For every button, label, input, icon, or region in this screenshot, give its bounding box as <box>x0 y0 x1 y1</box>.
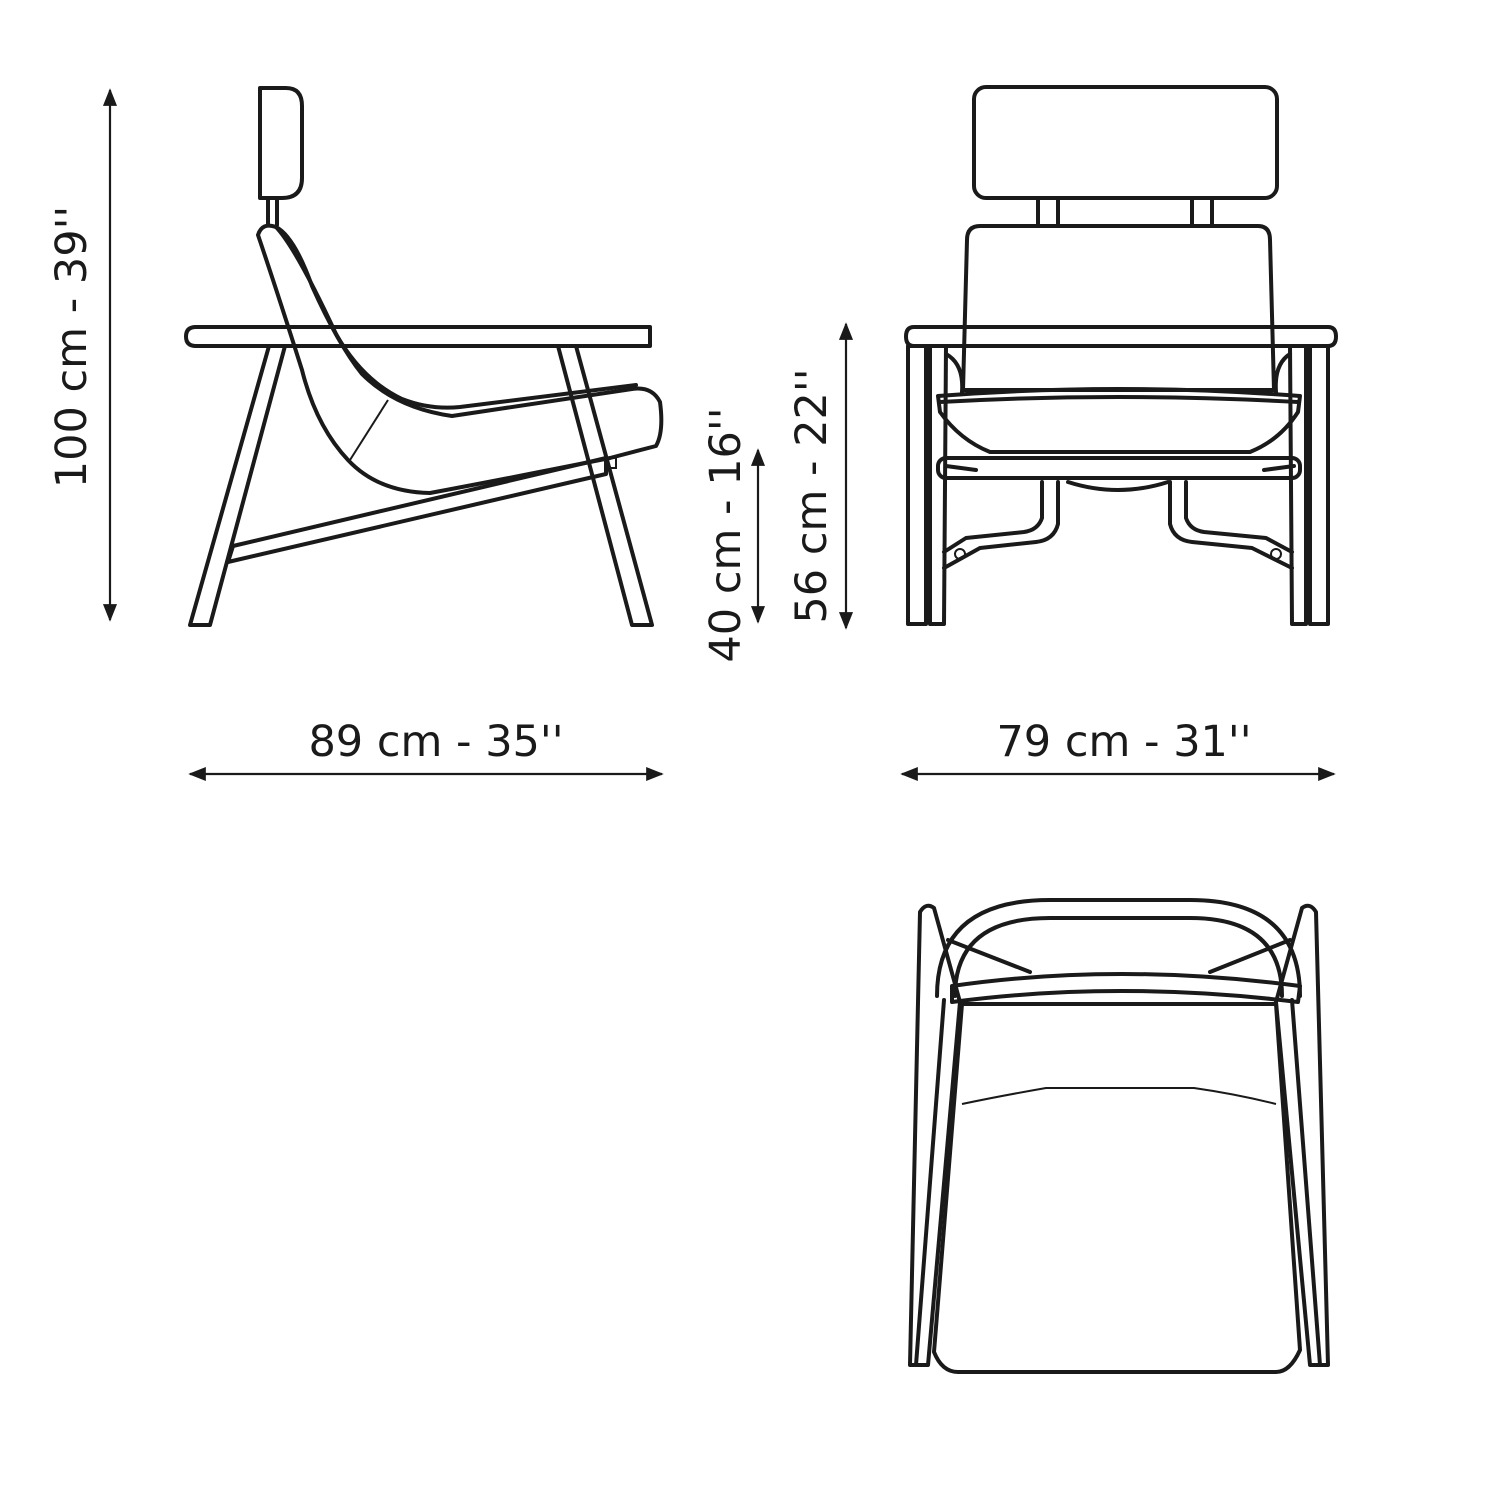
front-bracket-left-inner <box>942 480 1044 554</box>
top-frame-left <box>914 998 946 1367</box>
side-stretcher <box>226 456 608 564</box>
top-seat-back <box>950 972 1302 1004</box>
front-crossbar <box>936 456 1302 480</box>
front-view <box>904 85 1338 626</box>
side-headrest <box>258 86 304 200</box>
label-depth: 89 cm - 35'' <box>308 717 563 767</box>
side-rear-leg <box>188 344 287 627</box>
side-bracket <box>605 457 617 469</box>
side-seat-seam <box>349 399 389 461</box>
top-arm-right <box>1274 903 1330 1367</box>
side-view <box>184 86 664 627</box>
top-brace-right <box>1208 938 1292 974</box>
dimension-lines <box>102 88 1336 782</box>
side-backrest <box>256 223 664 495</box>
front-side-curve-left <box>944 352 965 394</box>
front-seat <box>936 387 1302 454</box>
top-backrest-arc-inner <box>953 916 1284 998</box>
top-arm-left <box>908 903 962 1367</box>
side-front-leg <box>556 344 654 627</box>
front-leg-left-inner <box>928 344 948 626</box>
front-bolt-right <box>1270 548 1282 560</box>
front-leg-right-outer <box>1308 344 1330 626</box>
front-backrest <box>961 224 1276 392</box>
top-backrest-arc <box>935 898 1302 998</box>
front-side-curve-right <box>1273 352 1292 394</box>
front-bolt-left <box>954 548 966 560</box>
dimension-labels: 100 cm - 39'' 89 cm - 35'' 40 cm - 16'' … <box>47 206 1252 767</box>
front-headrest <box>972 85 1279 200</box>
top-frame-right <box>1290 998 1322 1367</box>
front-headrest-post-right <box>1190 196 1214 228</box>
front-under-seat <box>1066 480 1170 492</box>
front-seat-edge <box>938 395 1300 404</box>
top-view <box>908 898 1330 1374</box>
front-bracket-right-inner <box>1184 480 1294 554</box>
front-clip-left <box>944 464 978 472</box>
top-seat <box>932 1002 1302 1374</box>
front-leg-left-outer <box>906 344 928 626</box>
front-leg-right-inner <box>1288 344 1308 626</box>
top-brace-left <box>946 938 1032 974</box>
label-width: 79 cm - 31'' <box>996 717 1251 767</box>
front-bracket-right <box>1168 480 1294 570</box>
side-backrest-inner <box>274 225 638 410</box>
side-armrest <box>184 325 652 348</box>
front-headrest-post-left <box>1036 196 1060 228</box>
top-cushion-seam <box>961 1087 1277 1105</box>
label-height-total: 100 cm - 39'' <box>47 206 97 488</box>
label-arm-height: 56 cm - 22'' <box>787 368 837 623</box>
label-seat-height: 40 cm - 16'' <box>701 407 751 662</box>
front-bracket-left <box>942 480 1060 570</box>
front-clip-right <box>1262 464 1296 472</box>
